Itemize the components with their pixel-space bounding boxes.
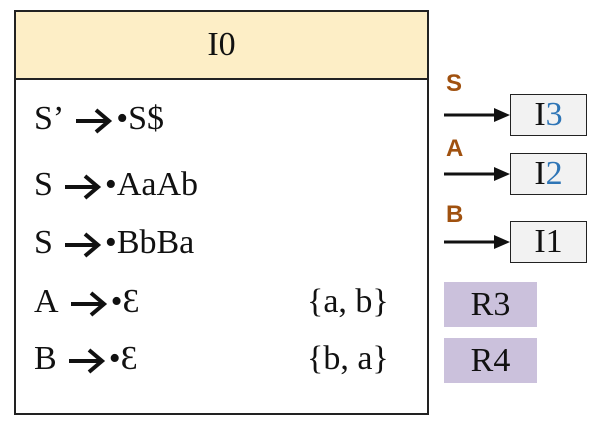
item-lhs: B: [34, 340, 57, 377]
lr-item-4: B •Ɛ {b, a}: [34, 336, 414, 382]
lr-item-3: A •Ɛ {a, b}: [34, 279, 414, 325]
item-lhs: S: [34, 166, 53, 203]
target-prefix: I: [534, 223, 546, 260]
target-number: 3: [545, 96, 563, 133]
transition-symbol: B: [446, 201, 464, 228]
state-box-i0: I0 S’ •S$ S •AaAb S •BbBa A •Ɛ {a, b} B •Ɛ {b…: [14, 10, 429, 415]
transition-symbol: S: [446, 70, 463, 97]
item-lookahead: {b, a}: [307, 340, 389, 377]
production-arrow-icon: [63, 230, 103, 260]
item-lhs: S: [34, 224, 53, 261]
state-title: I0: [16, 12, 427, 80]
production-arrow-icon: [63, 172, 103, 202]
item-rhs: •BbBa: [104, 224, 195, 261]
transition-arrow-icon: [444, 167, 510, 181]
production-arrow-icon: [67, 346, 107, 376]
target-state-box: I3: [510, 94, 587, 136]
target-state-box: I1: [510, 221, 587, 263]
item-lhs: S’: [34, 100, 65, 137]
lr-item-1: S •AaAb: [34, 162, 414, 208]
item-lhs: A: [34, 283, 59, 320]
item-rhs: •Ɛ: [108, 340, 138, 377]
production-arrow-icon: [69, 289, 109, 319]
item-lookahead: {a, b}: [307, 283, 389, 320]
item-rhs: •S$: [116, 100, 165, 137]
transition-arrow-icon: [444, 235, 510, 249]
lr-item-0: S’ •S$: [34, 96, 414, 142]
reduction-box: R4: [444, 338, 537, 383]
target-prefix: I: [534, 96, 546, 133]
item-rhs: •AaAb: [104, 166, 199, 203]
transition-arrow-icon: [444, 108, 510, 122]
target-prefix: I: [534, 155, 546, 192]
transition-symbol: A: [446, 135, 464, 162]
target-state-box: I2: [510, 153, 587, 195]
item-rhs: •Ɛ: [110, 283, 140, 320]
production-arrow-icon: [74, 106, 114, 136]
reduction-box: R3: [444, 282, 537, 327]
lr-item-2: S •BbBa: [34, 220, 414, 266]
target-number: 1: [545, 223, 563, 260]
target-number: 2: [545, 155, 563, 192]
